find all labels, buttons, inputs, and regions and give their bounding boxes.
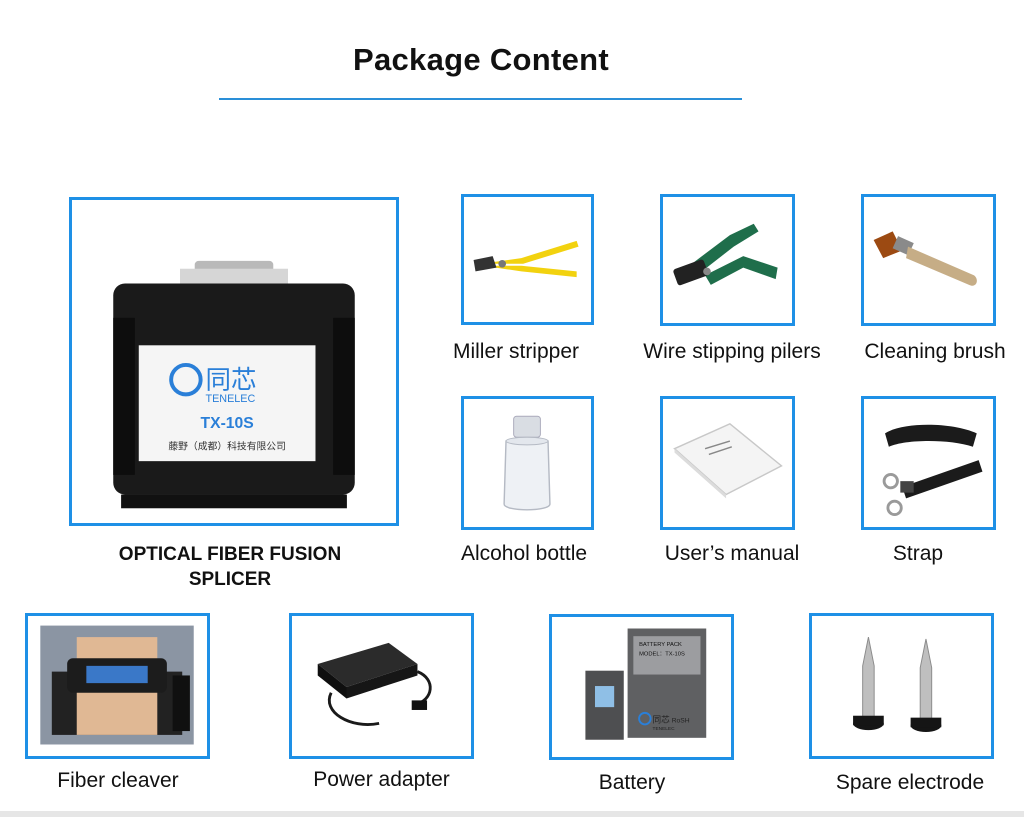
strap-icon [882,424,983,517]
battery-rohs: RoSH [672,717,690,724]
battery-icon: BATTERY PACK MODEL：TX-10S 同芯 TENELEC RoS… [585,628,707,740]
electrode-icon [853,637,942,733]
electrode-frame [809,613,994,759]
manual-frame [660,396,795,530]
pliers-icon [673,223,778,286]
splicer-brand-en: TENELEC [206,393,256,405]
battery-label-model: MODEL：TX-10S [639,651,685,657]
manual-caption: User’s manual [664,542,800,565]
brush-icon [873,231,977,286]
title-underline [219,98,742,100]
page-title: Package Content [352,42,609,77]
footer-strip [0,811,1024,817]
splicer-caption: OPTICAL FIBER FUSION SPLICER [118,544,342,590]
adapter-caption: Power adapter [313,768,450,791]
miller-frame [461,194,594,325]
battery-label-top: BATTERY PACK [639,642,682,648]
battery-brand-cn: 同芯 [653,713,671,725]
battery-frame: BATTERY PACK MODEL：TX-10S 同芯 TENELEC RoS… [549,614,734,760]
alcohol-caption: Alcohol bottle [460,542,588,565]
adapter-frame [289,613,474,759]
electrode-caption: Spare electrode [835,771,985,794]
stripper-icon [473,240,579,278]
battery-caption: Battery [598,771,666,794]
cleaver-caption: Fiber cleaver [57,769,179,792]
brush-caption: Cleaning brush [864,340,1006,363]
bottle-icon [503,415,551,511]
wire-frame [660,194,795,326]
strap-frame [861,396,996,530]
splicer-brand-cn: 同芯 [206,365,257,395]
manual-icon [673,423,783,499]
cleaver-icon [40,625,194,745]
wire-caption: Wire stipping pilers [643,340,821,363]
splicer-model: TX-10S [201,415,254,432]
power-adapter-icon [317,642,432,726]
strap-caption: Strap [892,542,944,565]
alcohol-frame [461,396,594,530]
brush-frame [861,194,996,326]
battery-brand-en: TENELEC [653,726,676,732]
fusion-splicer-icon: 同芯 TENELEC TX-10S 藤野（成都）科技有限公司 [113,260,355,509]
splicer-frame: 同芯 TENELEC TX-10S 藤野（成都）科技有限公司 [69,197,399,526]
miller-caption: Miller stripper [452,340,580,363]
cleaver-frame [25,613,210,759]
splicer-company: 藤野（成都）科技有限公司 [168,439,286,452]
